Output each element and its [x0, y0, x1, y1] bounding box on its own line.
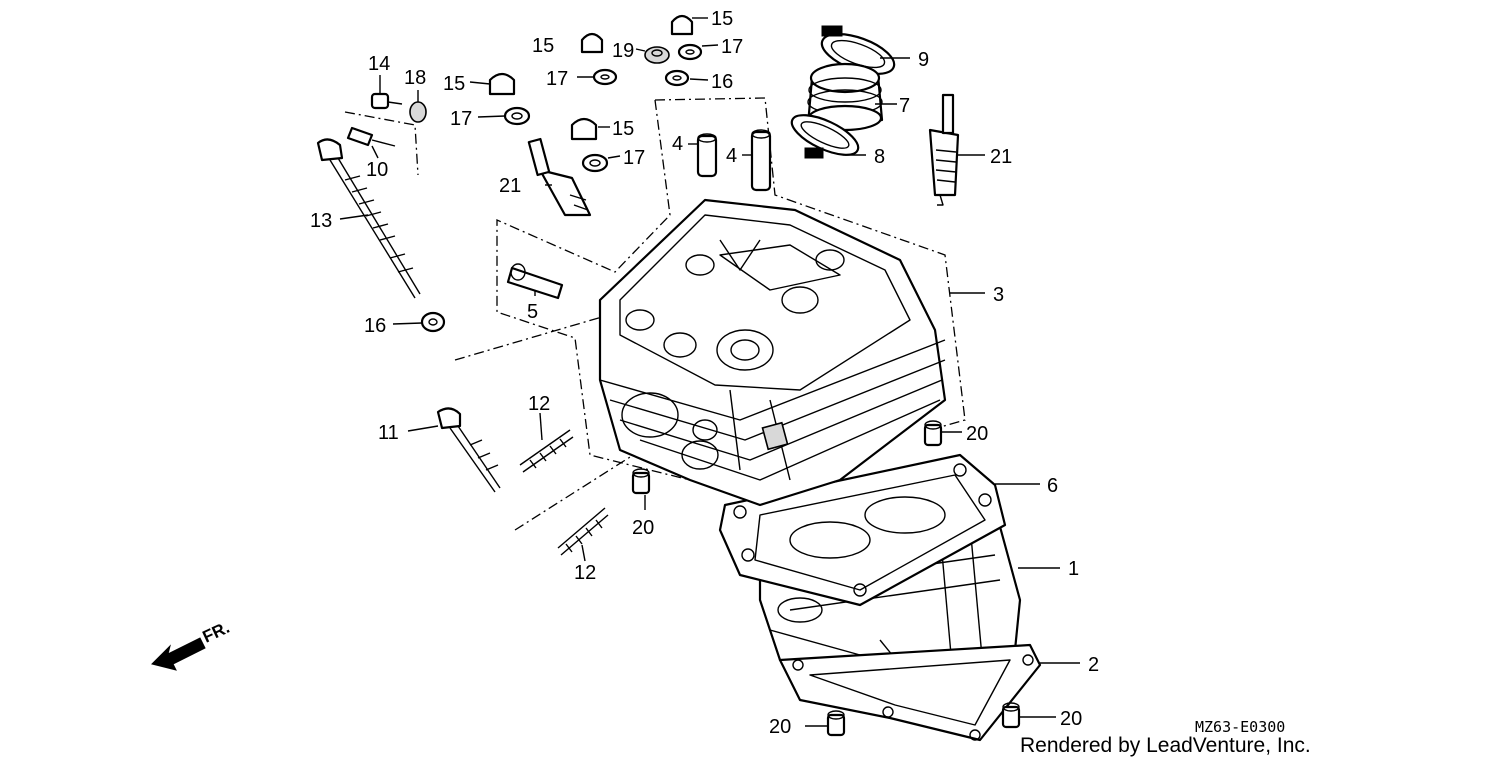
callout-12b: 12 [574, 562, 596, 584]
callout-16a: 16 [364, 315, 386, 337]
callout-20a: 20 [966, 423, 988, 445]
front-direction-indicator: FR. [151, 618, 233, 671]
diagram-code: MZ63-E0300 [1195, 718, 1285, 736]
intake-insulator [790, 25, 896, 159]
callout-11: 11 [378, 422, 399, 444]
callout-12a: 12 [528, 393, 550, 415]
callout-20c: 20 [769, 716, 791, 738]
bolts-and-studs [316, 92, 609, 556]
base-gasket [778, 643, 1042, 742]
callout-15a: 15 [532, 35, 554, 57]
callout-15b: 15 [443, 73, 465, 95]
callout-6: 6 [1047, 475, 1058, 497]
callout-5: 5 [527, 301, 538, 323]
callout-14: 14 [368, 53, 390, 75]
callout-15d: 15 [711, 8, 733, 30]
front-label: FR. [200, 618, 233, 647]
callout-16b: 16 [711, 71, 733, 93]
callout-20b: 20 [632, 517, 654, 539]
callout-21a: 21 [990, 146, 1012, 168]
callout-15c: 15 [612, 118, 634, 140]
callout-10: 10 [366, 159, 388, 181]
callout-3: 3 [993, 284, 1004, 306]
callout-4a: 4 [672, 133, 683, 155]
callout-2: 2 [1088, 654, 1099, 676]
callout-7: 7 [899, 95, 910, 117]
valve-guides [506, 129, 772, 300]
callout-17c: 17 [623, 147, 645, 169]
callout-21b: 21 [499, 175, 521, 197]
callout-18: 18 [404, 67, 426, 89]
callout-1: 1 [1068, 558, 1079, 580]
dowel-pins [631, 420, 1021, 737]
callout-19: 19 [612, 40, 634, 62]
callout-20d: 20 [1060, 708, 1082, 730]
callout-17a: 17 [450, 108, 472, 130]
callout-17b: 17 [546, 68, 568, 90]
callout-17d: 17 [721, 36, 743, 58]
callout-13: 13 [310, 210, 332, 232]
callout-8: 8 [874, 146, 885, 168]
credit-text: Rendered by LeadVenture, Inc. [1020, 734, 1311, 757]
callout-labels: 1 2 3 4 4 5 6 7 8 9 10 11 12 12 13 14 15… [310, 8, 1099, 738]
cap-nuts-and-washers [420, 14, 703, 333]
leader-lines [339, 17, 1080, 727]
spark-plugs [527, 93, 960, 217]
callout-4b: 4 [726, 145, 737, 167]
front-arrow-icon [151, 637, 206, 671]
callout-9: 9 [918, 49, 929, 71]
cylinder-head [598, 198, 947, 507]
